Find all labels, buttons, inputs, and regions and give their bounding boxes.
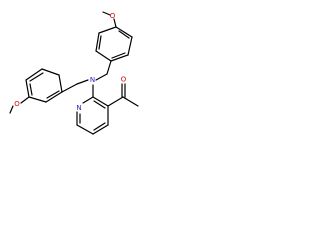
bond (115, 26, 133, 38)
bond (46, 90, 60, 99)
bond (118, 30, 130, 39)
bond (25, 68, 43, 81)
amine-nitrogen-label: N (90, 76, 95, 84)
bond (93, 122, 106, 131)
atom-labels: N N O O O (14, 12, 127, 112)
bond (29, 72, 44, 82)
bond (29, 83, 33, 96)
bond (76, 79, 89, 85)
bond (98, 35, 102, 50)
bond (95, 50, 112, 62)
bond (111, 52, 126, 59)
bond (58, 74, 63, 93)
methoxy-oxygen-top-label: O (110, 12, 116, 20)
bond (95, 32, 100, 52)
carbonyl-oxygen-label: O (121, 76, 127, 84)
bond (82, 96, 94, 104)
bond (93, 100, 106, 109)
molecule-canvas: N N O O O (0, 0, 152, 152)
pyridine-nitrogen-label: N (76, 104, 81, 112)
bond (107, 96, 124, 107)
bond (61, 83, 78, 93)
bond (41, 68, 60, 76)
bond (102, 11, 111, 16)
bond (92, 96, 109, 107)
structure-diagram: N N O O O (9, 11, 139, 135)
bond (9, 105, 14, 114)
bond (122, 96, 139, 107)
bond (113, 18, 117, 28)
bond (25, 79, 30, 98)
bond (20, 96, 30, 104)
bond (76, 124, 94, 135)
bond (45, 91, 63, 103)
bond (110, 54, 129, 62)
bonds (9, 11, 139, 135)
bond (92, 124, 109, 135)
bond (127, 36, 133, 56)
methoxy-oxygen-left-label: O (14, 100, 20, 108)
bond (95, 73, 108, 81)
bond (28, 96, 47, 103)
bond (106, 60, 112, 75)
bond (98, 26, 117, 34)
